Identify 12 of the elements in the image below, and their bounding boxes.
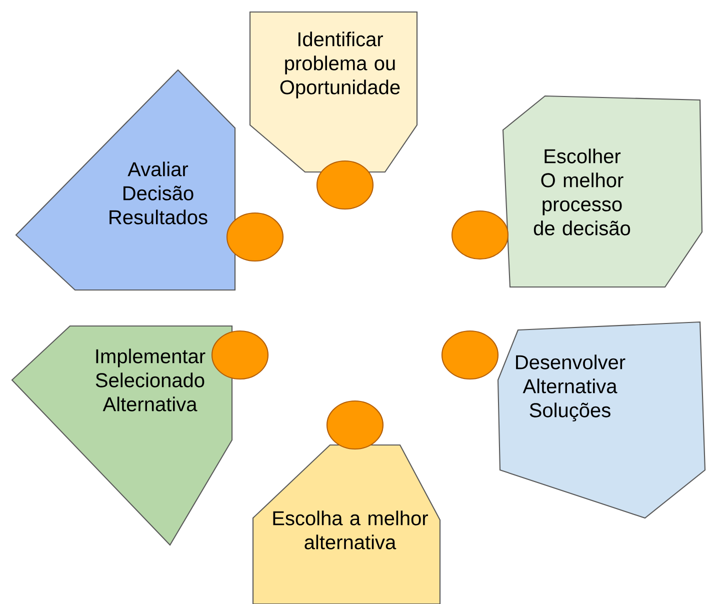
circle <box>316 160 374 210</box>
pentagon-box: Escolha a melhor alternativa <box>252 444 441 604</box>
pentagon-box: Implementar Selecionado Alternativa <box>11 325 233 546</box>
pentagon-box: Desenvolver Alternativa Soluções <box>497 321 706 519</box>
circle <box>451 210 509 260</box>
circle <box>211 330 269 380</box>
circle <box>226 212 284 262</box>
pentagon-box: Avaliar Decisão Resultados <box>15 69 236 291</box>
circle <box>326 400 384 450</box>
circle <box>441 330 499 380</box>
pentagon-box: Identificar problema ou Oportunidade <box>249 11 418 173</box>
pentagon-box: Escolher O melhor processo de decisão <box>502 95 703 288</box>
